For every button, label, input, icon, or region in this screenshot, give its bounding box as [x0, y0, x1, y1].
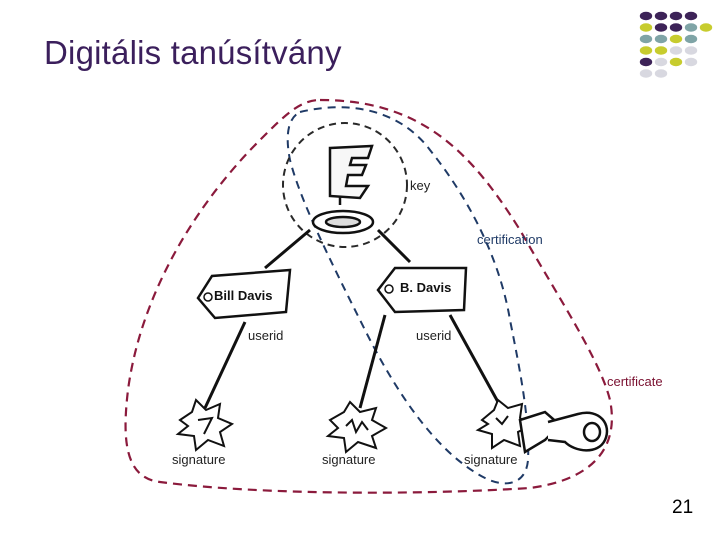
decorative-dot-grid	[639, 11, 713, 78]
decorative-dot	[654, 11, 668, 21]
decorative-dot	[639, 23, 653, 32]
decorative-dot	[654, 23, 668, 32]
edge-right-tag-signature-right	[448, 314, 500, 403]
signature-label-1: signature	[172, 452, 225, 467]
decorative-dot	[669, 34, 683, 44]
decorative-dot	[669, 11, 683, 21]
edge-key-right-tag	[376, 228, 412, 264]
decorative-dot	[684, 34, 698, 44]
decorative-dot	[639, 46, 653, 55]
userid-tag-1-name: Bill Davis	[214, 288, 273, 303]
decorative-dot	[654, 69, 668, 78]
key-icon	[311, 144, 375, 235]
decorative-dot	[639, 11, 653, 21]
userid-caption-1: userid	[248, 328, 283, 343]
decorative-dot	[669, 23, 683, 32]
decorative-dot	[654, 57, 668, 67]
signature-label-3: signature	[464, 452, 517, 467]
decorative-dot	[669, 46, 683, 55]
key-boundary	[282, 122, 408, 248]
signature-blot-3	[475, 398, 532, 450]
decorative-dot	[669, 57, 683, 67]
userid-tag-2-name: B. Davis	[400, 280, 451, 295]
certification-boundary	[286, 106, 530, 485]
decorative-dot	[639, 57, 653, 67]
userid-tag-1	[196, 268, 292, 320]
decorative-dot	[684, 11, 698, 21]
signature-blot-2	[325, 400, 389, 454]
certificate-boundary	[124, 98, 613, 494]
decorative-dot	[654, 34, 668, 44]
edge-key-left-tag	[264, 228, 311, 270]
decorative-dot	[654, 46, 668, 55]
decorative-dot	[699, 23, 713, 32]
decorative-dot	[684, 57, 698, 67]
slide-title: Digitális tanúsítvány	[44, 34, 342, 71]
userid-tag-2	[376, 266, 468, 314]
decorative-dot	[684, 46, 698, 55]
userid-caption-2: userid	[416, 328, 451, 343]
key-label: key	[410, 178, 431, 193]
page-number: 21	[672, 497, 694, 518]
decorative-dot	[639, 34, 653, 44]
edge-right-tag-signature-mid	[358, 314, 387, 409]
signature-blot-1	[175, 398, 235, 452]
decorative-dot	[639, 69, 653, 78]
certification-label: certification	[477, 232, 543, 247]
certificate-label: certificate	[607, 374, 663, 389]
signature-label-2: signature	[322, 452, 375, 467]
certificate-key-icon	[518, 410, 609, 455]
decorative-dot	[684, 23, 698, 32]
edge-left-tag-signature	[203, 321, 247, 409]
